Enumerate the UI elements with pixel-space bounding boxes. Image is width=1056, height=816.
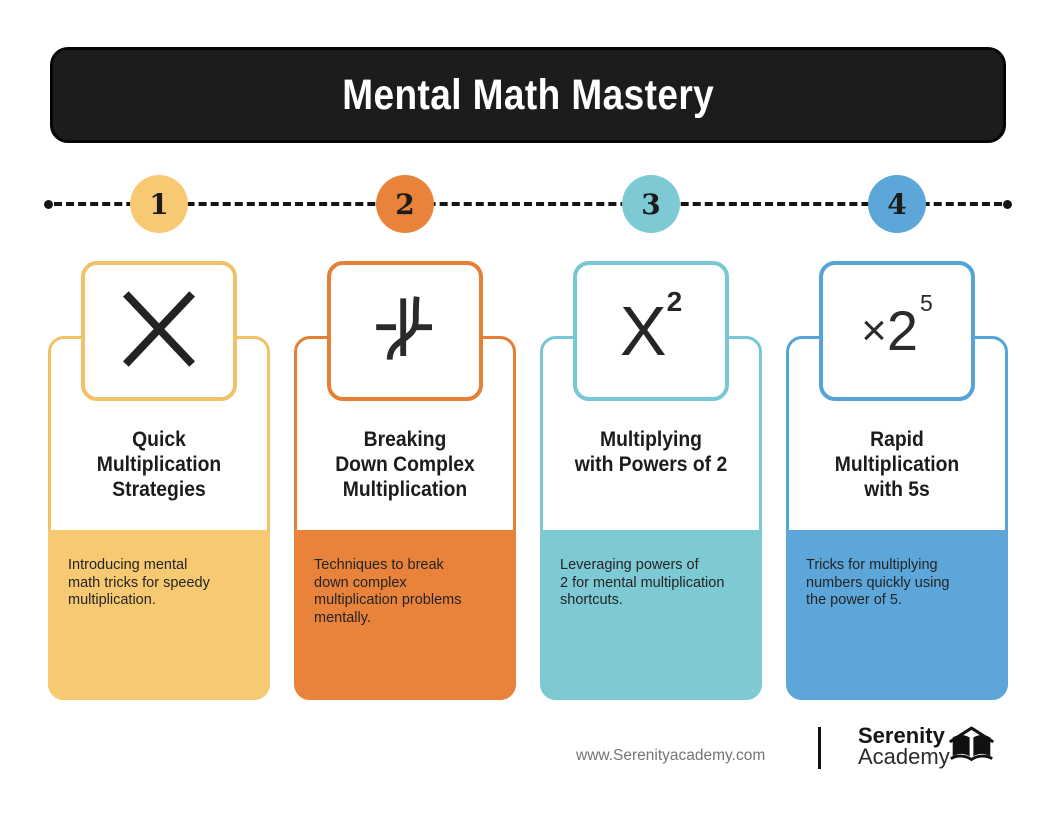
card-title: Quick Multiplication Strategies: [96, 428, 222, 501]
timeline-dashed-line: [54, 202, 1002, 206]
card-icon-box: × 2 5: [819, 261, 975, 401]
multiplication-x-icon: [120, 290, 198, 373]
card-multiplication-with-5s: × 2 5 Rapid Multiplication with 5s Trick…: [786, 261, 1008, 700]
card-description: Introducing mental math tricks for speed…: [68, 557, 210, 608]
times-two-to-the-fifth-icon: × 2 5: [861, 291, 933, 362]
step-number: 3: [641, 187, 661, 221]
step-circle-2: 2: [376, 175, 434, 233]
card-description: Tricks for multiplying numbers quickly u…: [806, 557, 950, 608]
card-quick-multiplication: Quick Multiplication Strategies Introduc…: [48, 261, 270, 700]
website-url: www.Serenityacademy.com: [576, 747, 766, 764]
step-number: 1: [149, 187, 169, 221]
card-description: Techniques to break down complex multipl…: [314, 557, 462, 626]
timeline-end-dot: [1003, 200, 1012, 209]
page-title: Mental Math Mastery: [342, 70, 714, 119]
formula-base: 2: [886, 299, 919, 362]
card-title: Breaking Down Complex Multiplication: [335, 428, 475, 501]
card-title: Rapid Multiplication with 5s: [834, 428, 960, 501]
card-description-panel: Leveraging powers of 2 for mental multip…: [540, 530, 762, 700]
card-description-panel: Tricks for multiplying numbers quickly u…: [786, 530, 1008, 700]
card-title: Multiplying with Powers of 2: [574, 428, 728, 476]
brand-name: Serenity Academy: [858, 725, 950, 768]
card-breaking-down-complex: Breaking Down Complex Multiplication Tec…: [294, 261, 516, 700]
x-squared-icon: X 2: [619, 288, 682, 370]
footer-divider: [818, 727, 821, 769]
card-description-panel: Introducing mental math tricks for speed…: [48, 530, 270, 700]
card-icon-box: [81, 261, 237, 401]
step-number: 4: [887, 187, 907, 221]
break-down-icon: [357, 284, 453, 379]
brand-line-2: Academy: [858, 744, 950, 769]
step-number: 2: [395, 187, 415, 221]
card-icon-box: [327, 261, 483, 401]
card-icon-box: X 2: [573, 261, 729, 401]
formula-exponent: 2: [666, 286, 683, 317]
formula-times-sign: ×: [861, 306, 887, 355]
timeline-start-dot: [44, 200, 53, 209]
card-description-panel: Techniques to break down complex multipl…: [294, 530, 516, 700]
step-circle-3: 3: [622, 175, 680, 233]
brand-line-1: Serenity: [858, 723, 945, 748]
formula-base: X: [619, 292, 667, 370]
step-circle-4: 4: [868, 175, 926, 233]
title-banner: Mental Math Mastery: [50, 47, 1006, 143]
open-book-icon: [948, 725, 995, 770]
step-circle-1: 1: [130, 175, 188, 233]
card-powers-of-2: X 2 Multiplying with Powers of 2 Leverag…: [540, 261, 762, 700]
formula-exponent: 5: [920, 289, 933, 316]
card-description: Leveraging powers of 2 for mental multip…: [560, 557, 725, 608]
